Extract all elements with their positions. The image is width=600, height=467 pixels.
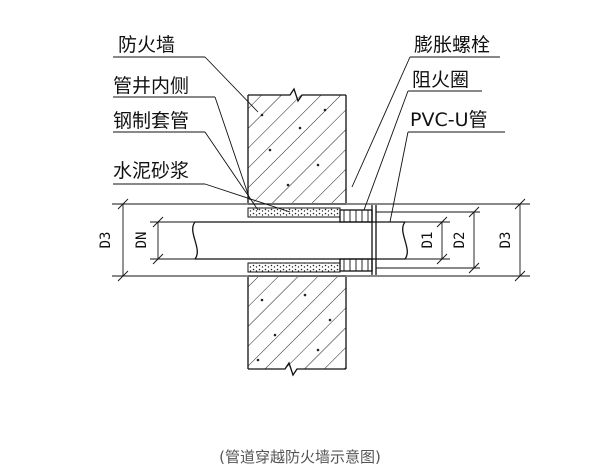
diagram-caption: (管道穿越防火墙示意图) — [219, 448, 381, 466]
dimension-lines — [112, 198, 530, 282]
dim-d3-left: D3 — [98, 232, 114, 249]
label-steel-sleeve: 钢制套管 — [113, 110, 189, 132]
leader-lines — [113, 56, 505, 223]
dim-dn: DN — [134, 232, 150, 249]
label-fire-ring: 阻火圈 — [412, 69, 469, 91]
dim-d2: D2 — [452, 232, 468, 249]
label-expansion-bolt: 膨胀螺栓 — [414, 34, 490, 56]
label-cement-mortar: 水泥砂浆 — [113, 160, 189, 182]
fire-ring — [339, 205, 377, 275]
label-shaft-inner-side: 管井内侧 — [113, 75, 189, 97]
dim-d3-right: D3 — [498, 232, 514, 249]
label-fire-wall: 防火墙 — [118, 34, 175, 56]
steel-sleeve — [247, 203, 346, 277]
pvc-u-pipe — [192, 221, 408, 260]
fire-wall — [247, 87, 347, 377]
dim-d1: D1 — [420, 232, 436, 249]
label-pvc-pipe: PVC-U管 — [410, 109, 488, 131]
